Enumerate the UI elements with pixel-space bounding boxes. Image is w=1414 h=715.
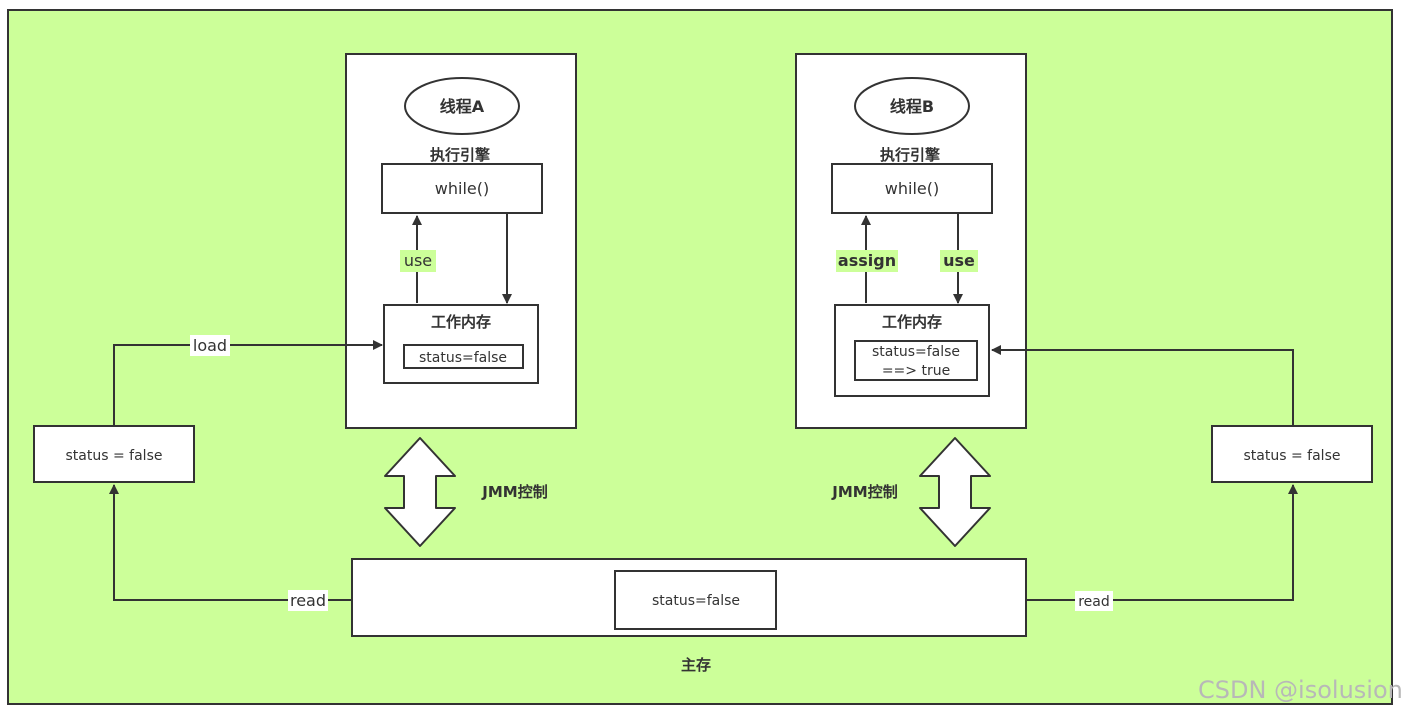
load-label: load	[193, 336, 227, 355]
thread-a-memory-value-box	[403, 344, 524, 369]
left-copy-box	[33, 425, 195, 483]
load-label-bg	[190, 335, 230, 356]
thread-a-panel: 线程A 执行引擎 while() use 工作内存 status=false	[345, 53, 577, 429]
left-read-label-bg	[288, 590, 328, 611]
right-copy-value: status = false	[1244, 448, 1341, 464]
thread-b-ellipse	[854, 77, 970, 135]
thread-b-engine-box	[831, 163, 993, 214]
thread-b-engine-content: while()	[885, 179, 939, 198]
main-memory-value: status=false	[652, 593, 740, 609]
thread-a-engine-box	[381, 163, 543, 214]
thread-b-title: 线程B	[890, 97, 934, 116]
thread-b-memory-label: 工作内存	[882, 313, 942, 331]
load-connector	[113, 340, 383, 426]
left-copy-value: status = false	[66, 448, 163, 464]
right-read-label: read	[1078, 594, 1110, 610]
thread-b-memory-value-line1: status=false	[872, 344, 960, 360]
right-write-connector	[991, 345, 1294, 426]
thread-b-memory-value-line2: ==> true	[882, 363, 950, 379]
thread-b-use-label: use	[943, 251, 975, 270]
thread-b-use-label-bg	[940, 250, 978, 272]
thread-b-engine-label: 执行引擎	[880, 146, 940, 164]
thread-b-assign-label: assign	[838, 251, 896, 270]
jmm-left-double-arrow	[384, 437, 456, 547]
thread-b-assign-label-bg	[836, 250, 898, 272]
csdn-watermark: CSDN @isolusion	[1198, 676, 1403, 704]
thread-a-title: 线程A	[440, 97, 485, 116]
jmm-left-label: JMM控制	[481, 483, 547, 501]
left-read-label: read	[290, 591, 326, 610]
jmm-right-label: JMM控制	[831, 483, 897, 501]
thread-a-use-label-bg	[400, 250, 436, 272]
thread-a-memory-value: status=false	[419, 350, 507, 366]
jmm-right-double-arrow	[919, 437, 991, 547]
thread-b-panel: 线程B 执行引擎 while() assign use 工作内存 status=…	[795, 53, 1027, 429]
thread-a-ellipse	[404, 77, 520, 135]
thread-b-memory-value-box	[854, 340, 978, 381]
thread-a-engine-label: 执行引擎	[430, 146, 490, 164]
right-copy-box	[1211, 425, 1373, 483]
thread-a-memory-label: 工作内存	[431, 313, 491, 331]
thread-a-use-label: use	[404, 251, 432, 270]
thread-a-engine-content: while()	[435, 179, 489, 198]
right-read-label-bg	[1075, 591, 1113, 611]
main-memory-label: 主存	[681, 656, 711, 674]
main-memory-value-box	[614, 570, 777, 630]
